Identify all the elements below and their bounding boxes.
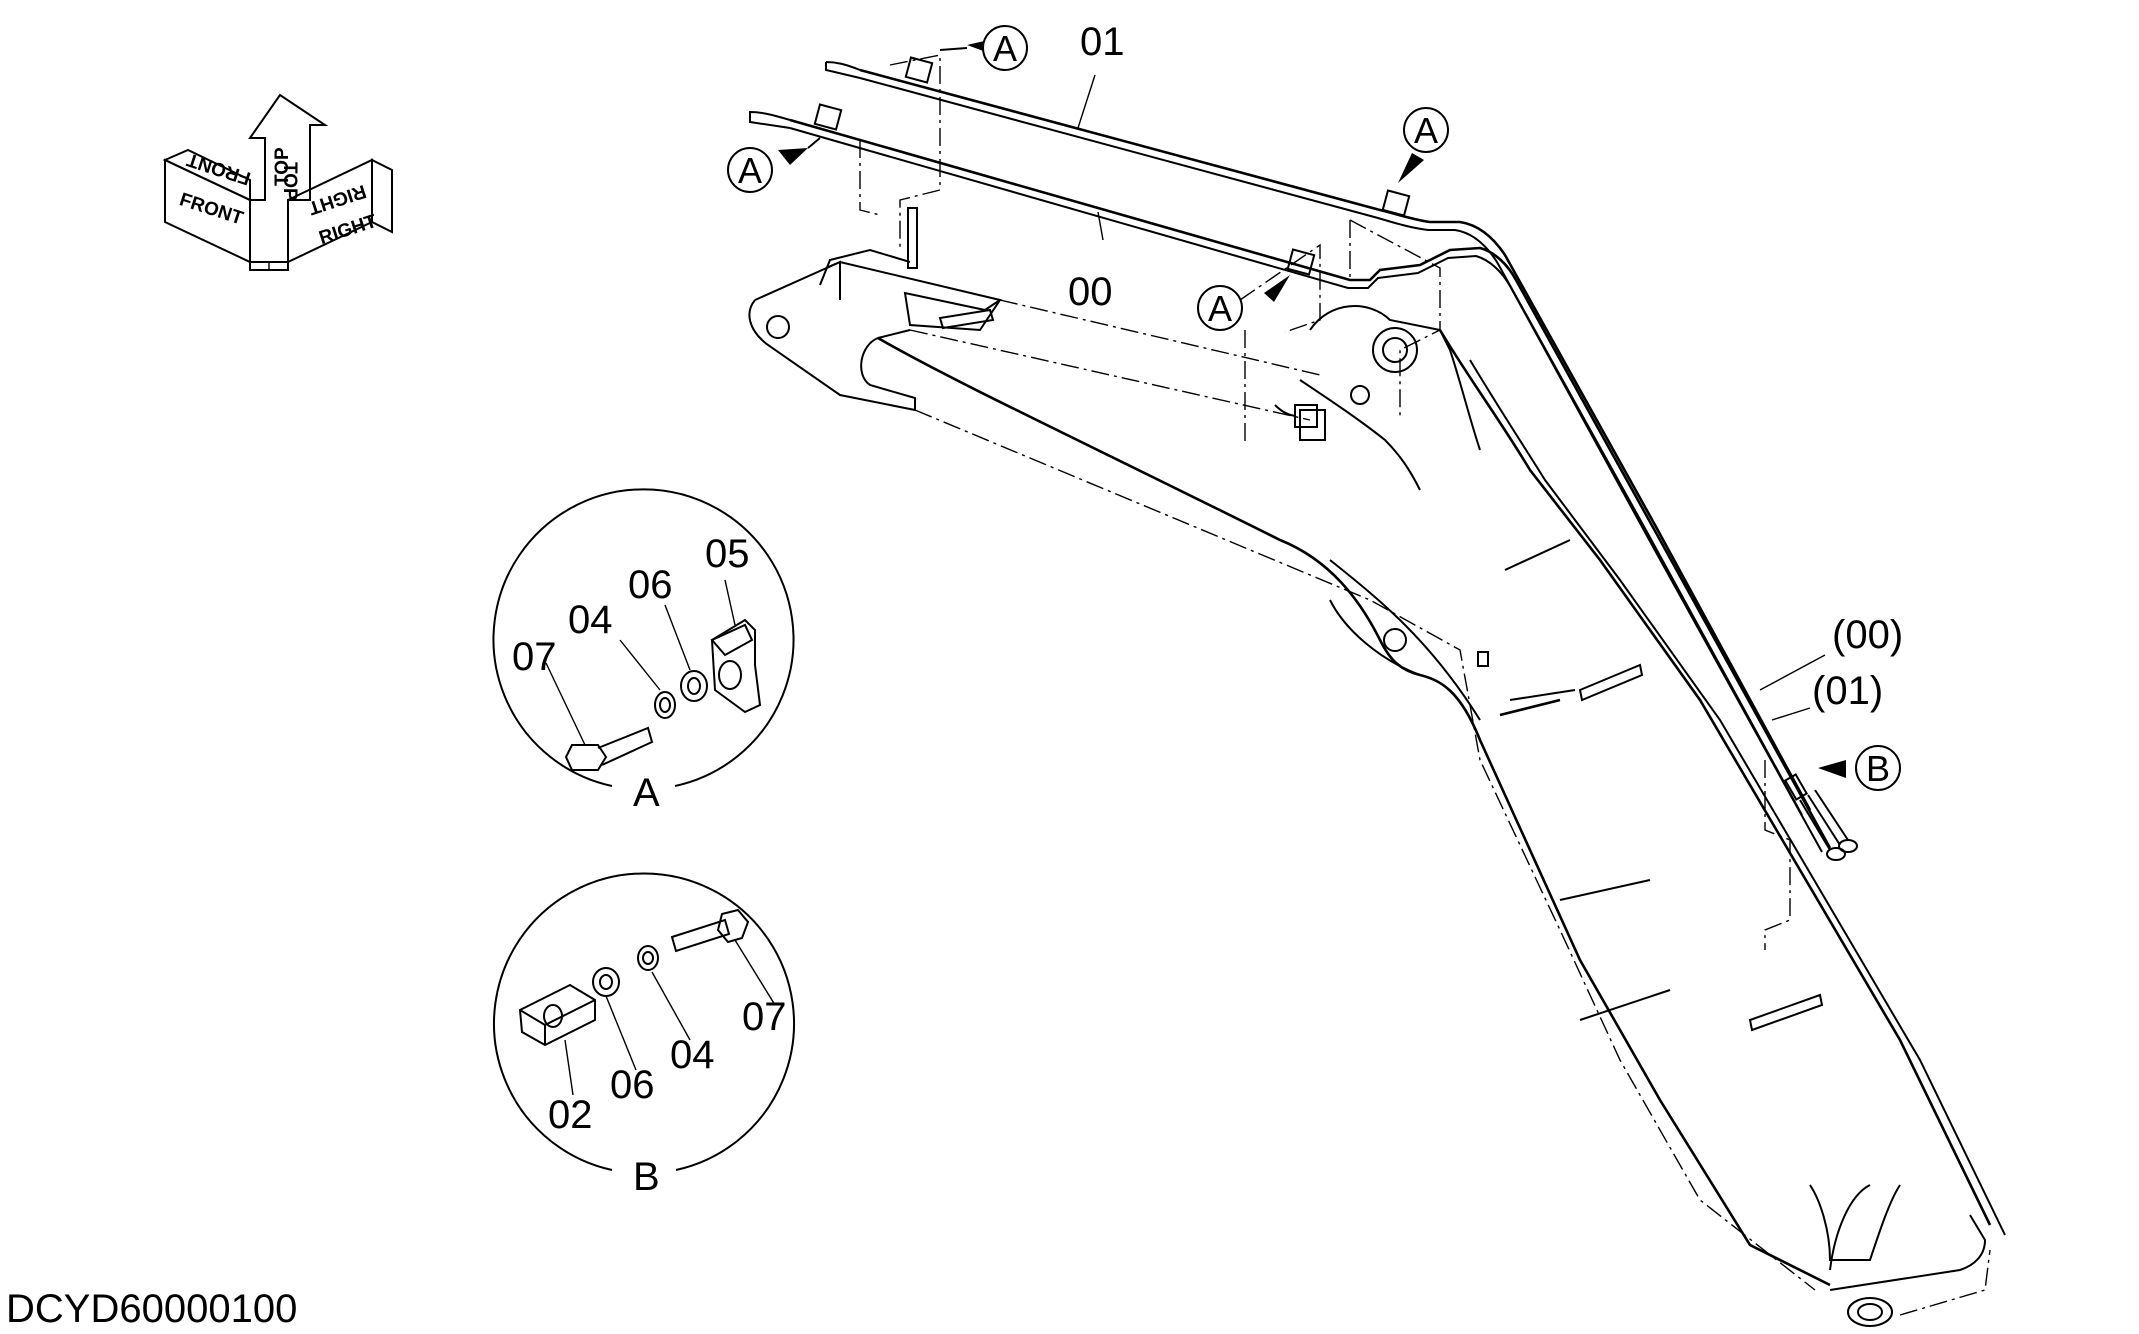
- washer-06: 06: [628, 563, 708, 702]
- part-label-00-ref: (00): [1759, 613, 1903, 691]
- orientation-front-mirror-label: FRONT: [184, 148, 253, 188]
- detail-b-part-06: 06: [610, 1063, 655, 1107]
- part-00-ref-text: (00): [1832, 613, 1903, 657]
- detail-a-part-06: 06: [628, 563, 673, 607]
- orientation-top-mirror-label: TOP: [272, 147, 293, 186]
- detail-a-part-05: 05: [705, 532, 750, 576]
- hose-fitting: [1274, 404, 1318, 428]
- detail-a-title: A: [633, 771, 660, 815]
- detail-a-part-04: 04: [568, 598, 613, 642]
- detail-a-part-07: 07: [512, 635, 557, 679]
- part-label-01-ref: (01): [1771, 669, 1883, 721]
- callout-a-right: A: [1398, 107, 1449, 183]
- washer-06-b: 06: [592, 967, 655, 1107]
- orientation-right-mirror-label: RIGHT: [305, 180, 368, 218]
- bolt-07: 07: [512, 635, 654, 771]
- pipe-ends: [1783, 773, 1858, 861]
- drawing-code: DCYD60000100: [6, 1287, 297, 1331]
- part-00-text: 00: [1068, 270, 1113, 314]
- clamp-05: 05: [705, 532, 762, 714]
- washer-04: 04: [568, 598, 676, 719]
- callout-a-label-2: A: [738, 150, 762, 191]
- callout-a-label: A: [993, 28, 1017, 69]
- orientation-right-label: RIGHT: [317, 211, 380, 249]
- callout-a-left: A: [727, 137, 821, 193]
- reference-boxes: [859, 54, 1441, 445]
- orientation-top-label: TOP: [279, 162, 300, 201]
- callout-a-top: A: [939, 25, 1028, 71]
- detail-b-part-07: 07: [742, 995, 787, 1039]
- bolt-07-b: 07: [670, 908, 787, 1039]
- part-01-ref-text: (01): [1812, 669, 1883, 713]
- clamp-02: 02: [518, 983, 596, 1137]
- orientation-front-label: FRONT: [177, 189, 246, 229]
- callout-b-label: B: [1866, 748, 1890, 789]
- part-label-00: 00: [1068, 211, 1113, 314]
- callout-a-mid: A: [1197, 275, 1290, 331]
- detail-b-part-04: 04: [670, 1033, 715, 1077]
- pipe-00: [749, 103, 1832, 853]
- part-01-text: 01: [1080, 20, 1125, 64]
- part-label-01: 01: [1077, 20, 1125, 129]
- boom-body: [748, 207, 2006, 1327]
- orientation-icon: FRONT FRONT TOP TOP RIGHT RIGHT: [162, 93, 393, 271]
- callout-b: B: [1818, 745, 1901, 791]
- detail-a: A 07 04 06 05: [492, 488, 795, 815]
- detail-b: B 07 04 06 02: [493, 872, 795, 1199]
- washer-04-b: 04: [637, 945, 715, 1077]
- callout-a-label-3: A: [1414, 110, 1438, 151]
- callout-a-label-4: A: [1208, 288, 1232, 329]
- detail-b-part-02: 02: [548, 1093, 593, 1137]
- detail-b-title: B: [633, 1155, 660, 1199]
